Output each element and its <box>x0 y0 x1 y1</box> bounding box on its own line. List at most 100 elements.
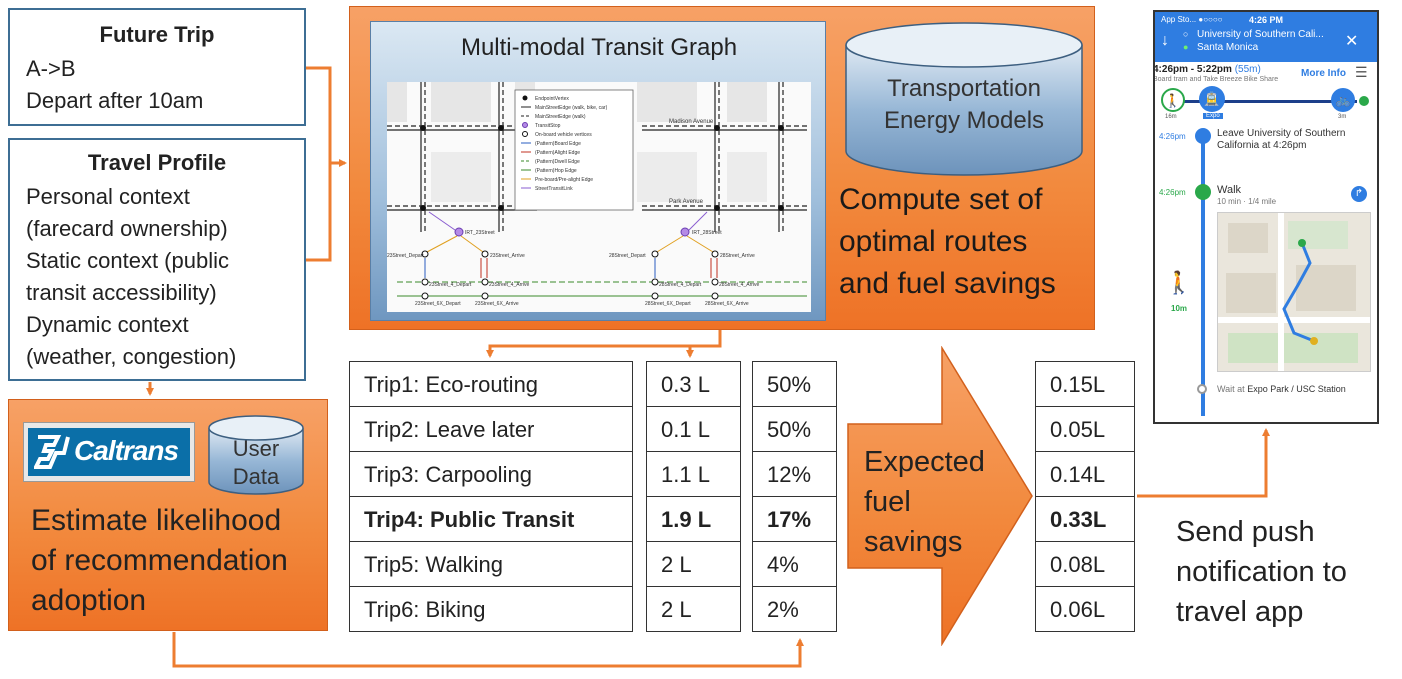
phone-step2-sub: 10 min · 1/4 mile <box>1217 197 1277 206</box>
phone-from-label: University of Southern Cali... <box>1197 29 1324 40</box>
stop-label-23-6x-depart: 23Street_6X_Depart <box>415 301 461 307</box>
trip-pct-cell: 50% <box>752 407 837 452</box>
compute-text-1: Compute set of <box>839 183 1043 216</box>
stop-label-28-4-depart: 28Street_4_Depart <box>659 282 702 288</box>
phone-screen: App Sto... ●○○○○ 4:26 PM ↓ ○ ● Universit… <box>1153 10 1379 424</box>
street-label-park: Park Avenue <box>669 199 704 205</box>
stop-label-23-4-arrive: 23Street_4_Arrive <box>489 282 530 288</box>
expected-text-2: fuel <box>864 486 911 518</box>
phone-step2-title: Walk <box>1217 184 1242 196</box>
trip-name-cell: Trip5: Walking <box>349 542 633 587</box>
phone-time-range: 4:26pm - 5:22pm (55m) <box>1153 64 1261 75</box>
trip-fuel-cell: 0.3 L <box>646 362 741 407</box>
phone-to-label: Santa Monica <box>1197 42 1259 53</box>
compute-text-2: optimal routes <box>839 225 1028 258</box>
trip-pct-cell: 2% <box>752 587 837 632</box>
phone-walk-figure-icon: 🚶 <box>1165 270 1193 295</box>
phone-step3: Wait at Expo Park / USC Station <box>1217 384 1346 394</box>
legend-item-3: MainStreetEdge (walk) <box>535 114 586 120</box>
phone-step2-time: 4:26pm <box>1159 188 1186 197</box>
phone-walk-minutes: 10m <box>1171 304 1188 313</box>
transit-graph-panel: Multi-modal Transit Graph <box>370 21 826 321</box>
user-data-label-1: User <box>232 436 280 461</box>
phone-step3-station: Expo Park / USC Station <box>1247 384 1346 394</box>
phone-from-icon: ○ <box>1183 29 1189 39</box>
estimate-box: Caltrans User Data Estimate likelihood o… <box>8 399 328 631</box>
legend-item-11: StreetTransitLink <box>535 186 573 192</box>
phone-seg-walk-label: 16m <box>1165 114 1177 120</box>
legend-item-2: MainStreetEdge (walk, bike, car) <box>535 105 608 111</box>
future-trip-line-2: Depart after 10am <box>26 88 204 113</box>
phone-status-time: 4:26 PM <box>1249 15 1284 25</box>
travel-profile-line-3: Static context (public <box>26 248 229 273</box>
future-trip-title: Future Trip <box>99 22 215 47</box>
push-text-3: travel app <box>1176 596 1304 628</box>
trip-fuel-cell: 2 L <box>646 587 741 632</box>
phone-step2-dot <box>1195 184 1211 200</box>
future-trip-box: Future Trip A->B Depart after 10am <box>8 8 306 126</box>
legend-item-9: (Pattern)Hop Edge <box>535 168 577 174</box>
estimate-text-1: Estimate likelihood <box>31 504 282 537</box>
phone-menu-icon[interactable]: ☰ <box>1355 64 1368 80</box>
expected-text-1: Expected <box>864 446 985 478</box>
energy-models-label-2: Energy Models <box>883 107 1045 134</box>
caltrans-logo: Caltrans <box>23 422 195 482</box>
stop-label-23-depart: 23Street_Depart <box>387 253 424 259</box>
trip-name-cell: Trip6: Biking <box>349 587 633 632</box>
trip-pct-cell: 50% <box>752 362 837 407</box>
trip-pct-cell: 4% <box>752 542 837 587</box>
phone-subtitle: Board tram and Take Breeze Bike Share <box>1153 76 1279 83</box>
trip-pct-column: 50%50%12%17%4%2% <box>752 361 837 632</box>
phone-seg-bike-label: 3m <box>1338 114 1347 120</box>
estimate-text-2: of recommendation <box>31 544 288 577</box>
stop-label-irt23: IRT_23Street <box>465 230 495 236</box>
stop-label-28-4-arrive: 28Street_4_Arrive <box>719 282 760 288</box>
phone-step3-prefix: Wait at <box>1217 384 1248 394</box>
stop-label-28-6x-arrive: 28Street_6X_Arrive <box>705 301 749 307</box>
travel-profile-line-5: Dynamic context <box>26 312 189 337</box>
travel-profile-line-2: (farecard ownership) <box>26 216 228 241</box>
compute-text-3: and fuel savings <box>839 267 1056 300</box>
stop-label-28-arrive: 28Street_Arrive <box>720 253 755 259</box>
user-data-cylinder: User Data <box>207 414 305 496</box>
phone-close-icon[interactable]: ✕ <box>1345 33 1359 50</box>
trip-name-cell: Trip2: Leave later <box>349 407 633 452</box>
phone-time-range-text: 4:26pm - 5:22pm <box>1153 64 1232 75</box>
legend-item-1: EndpointVertex <box>535 96 569 102</box>
phone-segment-walk-icon: 🚶 <box>1161 88 1185 112</box>
stop-label-28-6x-depart: 28Street_6X_Depart <box>645 301 691 307</box>
phone-segment-end-dot <box>1359 96 1369 106</box>
phone-to-icon: ● <box>1183 42 1189 52</box>
caltrans-icon <box>34 435 70 469</box>
trip-fuel-cell: 1.9 L <box>646 497 741 542</box>
legend-item-10: Pre-board/Pre-alight Edge <box>535 177 593 183</box>
phone-directions-icon[interactable]: ↱ <box>1351 186 1367 202</box>
expected-savings-cell: 0.33L <box>1035 497 1135 542</box>
travel-profile-line-6: (weather, congestion) <box>26 344 237 369</box>
phone-step1-dot <box>1195 128 1211 144</box>
transit-graph-title: Multi-modal Transit Graph <box>460 34 738 61</box>
street-label-madison: Madison Avenue <box>669 119 714 125</box>
trip-fuel-cell: 1.1 L <box>646 452 741 497</box>
phone-step1-time: 4:26pm <box>1159 132 1186 141</box>
caltrans-wordmark: Caltrans <box>74 435 179 466</box>
stop-label-23-4-depart: 23Street_4_Depart <box>429 282 472 288</box>
phone-timeline-line <box>1201 136 1205 416</box>
push-text-1: Send push <box>1176 516 1315 548</box>
user-data-label-2: Data <box>232 464 280 489</box>
phone-more-info-link[interactable]: More Info <box>1301 68 1346 79</box>
legend-item-6: (Pattern)Board Edge <box>535 141 581 147</box>
energy-models-cylinder: Transportation Energy Models <box>844 21 1084 177</box>
phone-back-icon[interactable]: ↓ <box>1161 32 1169 49</box>
phone-step1-text: Leave University of Southern California … <box>1217 128 1346 151</box>
phone-map[interactable] <box>1217 212 1371 372</box>
trip-name-cell: Trip1: Eco-routing <box>349 362 633 407</box>
phone-segment-tram-icon: 🚊 <box>1199 86 1225 112</box>
estimate-text-3: adoption <box>31 584 147 617</box>
phone-header <box>1155 12 1377 62</box>
travel-profile-title: Travel Profile <box>87 150 227 175</box>
